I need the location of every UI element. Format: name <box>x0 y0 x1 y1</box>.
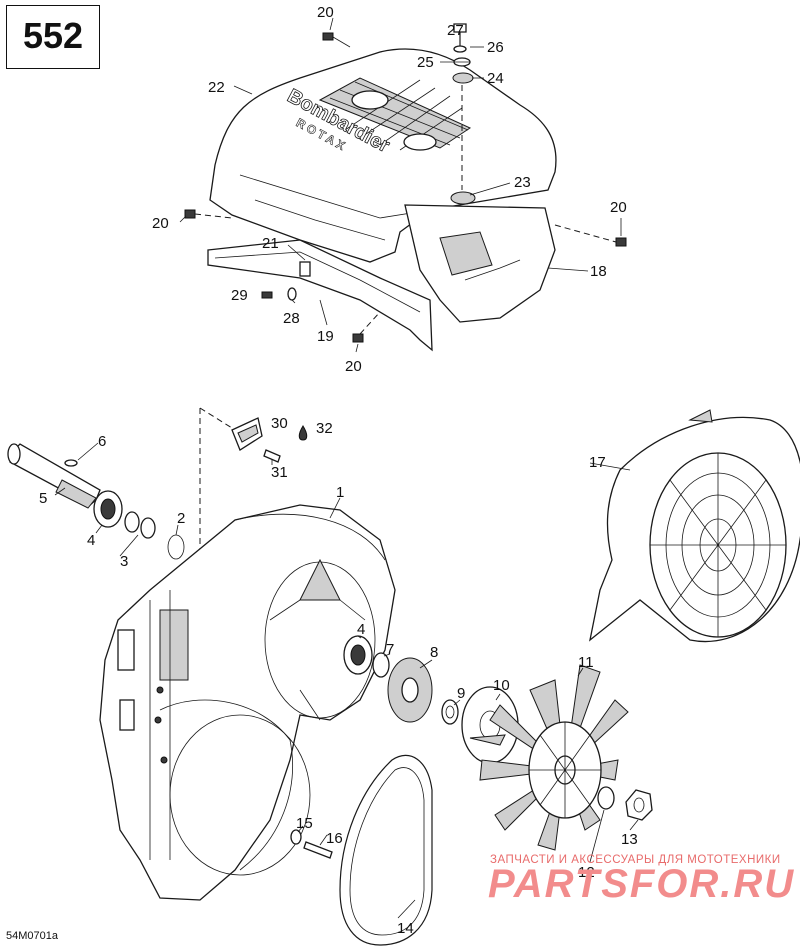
drop-icon <box>298 425 308 441</box>
callout-4-right: 4 <box>357 621 365 638</box>
callout-9: 9 <box>457 685 465 702</box>
callout-20-left: 20 <box>152 215 169 232</box>
washer-12 <box>597 786 615 810</box>
callout-13: 13 <box>621 831 638 848</box>
drive-belt <box>339 754 433 946</box>
fan-guard <box>589 409 800 643</box>
callout-16: 16 <box>326 830 343 847</box>
pulley-bearing-group <box>343 635 459 725</box>
callouts: 20 27 26 25 24 22 23 20 20 21 18 29 28 1… <box>39 4 638 937</box>
callout-10: 10 <box>493 677 510 694</box>
bolt-group <box>290 829 333 859</box>
callout-11: 11 <box>578 654 594 671</box>
top-fasteners <box>184 23 627 343</box>
retaining-ring-2 <box>167 534 185 560</box>
callout-20-top: 20 <box>317 4 334 21</box>
callout-20-right: 20 <box>610 199 627 216</box>
clip-group <box>199 407 308 463</box>
washer-3a <box>124 511 140 533</box>
callout-4-left: 4 <box>87 532 95 549</box>
support-bracket <box>207 239 433 352</box>
leader-lines <box>54 17 639 919</box>
grommet-24 <box>452 72 474 84</box>
callout-31: 31 <box>271 464 288 481</box>
callout-19: 19 <box>317 328 334 345</box>
shaft-group <box>7 408 201 620</box>
washer-7 <box>372 652 390 678</box>
callout-26: 26 <box>487 39 504 56</box>
nut-13 <box>625 789 653 821</box>
callout-32: 32 <box>316 420 333 437</box>
callout-15: 15 <box>296 815 313 832</box>
fan-housing <box>99 504 396 901</box>
callout-22: 22 <box>208 79 225 96</box>
callout-14: 14 <box>397 920 414 937</box>
bolt-27 <box>453 23 467 33</box>
callout-25: 25 <box>417 54 434 71</box>
screw-31 <box>263 449 281 463</box>
callout-6: 6 <box>98 433 106 450</box>
callout-3: 3 <box>120 553 128 570</box>
washer-3b <box>140 517 156 539</box>
screw-20-bottom <box>352 333 364 343</box>
callout-1: 1 <box>336 484 344 501</box>
callout-18: 18 <box>590 263 607 280</box>
callout-20-bottom: 20 <box>345 358 362 375</box>
washer-28 <box>287 287 297 301</box>
fan-group <box>461 664 653 851</box>
callout-28: 28 <box>283 310 300 327</box>
page-reference-box: 552 <box>6 5 100 69</box>
callout-17: 17 <box>589 454 606 471</box>
callout-7: 7 <box>386 641 394 658</box>
drawing-code: 54M0701a <box>6 930 58 942</box>
screw-20-right <box>615 237 627 247</box>
callout-24: 24 <box>487 70 504 87</box>
callout-30: 30 <box>271 415 288 432</box>
screw-29 <box>261 291 273 299</box>
fan-11 <box>479 664 629 851</box>
washer-9 <box>441 699 459 725</box>
cover-assembly <box>207 48 557 352</box>
screw-20-left <box>184 209 196 219</box>
grommet <box>450 191 476 205</box>
page-reference-number: 552 <box>22 15 84 56</box>
washer-26 <box>453 45 467 53</box>
watermark-subtitle: ЗАПЧАСТИ И АКСЕССУАРЫ ДЛЯ МОТОТЕХНИКИ <box>490 854 781 866</box>
watermark-logo: PARTSFOR.RU <box>488 862 796 906</box>
washer-15 <box>290 829 302 845</box>
callout-8: 8 <box>430 644 438 661</box>
callout-5: 5 <box>39 490 47 507</box>
key-6 <box>64 459 78 467</box>
callout-21: 21 <box>262 235 279 252</box>
callout-29: 29 <box>231 287 248 304</box>
fan-housing-body <box>99 504 396 901</box>
callout-12: 12 <box>578 864 595 881</box>
callout-23: 23 <box>514 174 531 191</box>
bolt-16 <box>303 841 333 859</box>
callout-2: 2 <box>177 510 185 527</box>
screw-20-top <box>322 32 334 41</box>
callout-27: 27 <box>447 22 464 39</box>
